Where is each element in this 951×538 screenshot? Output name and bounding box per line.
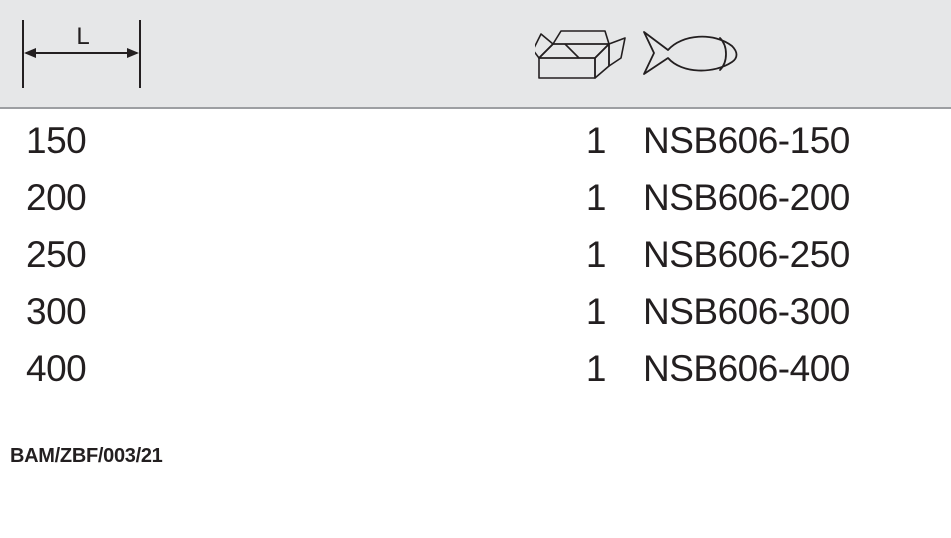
- length-dimension-icon: L: [22, 20, 141, 88]
- product-code-cell: NSB606-400: [643, 348, 850, 389]
- package-icon: [535, 30, 626, 79]
- table-row: 250 1 NSB606-250: [0, 226, 951, 283]
- fish-icon: [643, 31, 738, 75]
- product-code-cell: NSB606-150: [643, 120, 850, 161]
- quantity-cell: 1: [585, 234, 607, 275]
- product-code-cell: NSB606-200: [643, 177, 850, 218]
- quantity-cell: 1: [585, 120, 607, 161]
- reference-code: BAM/ZBF/003/21: [10, 445, 163, 467]
- table-header: L: [0, 0, 951, 109]
- length-label: L: [76, 23, 89, 50]
- table-row: 400 1 NSB606-400: [0, 340, 951, 397]
- length-cell: 250: [26, 234, 87, 275]
- table-row: 300 1 NSB606-300: [0, 283, 951, 340]
- length-cell: 400: [26, 348, 87, 389]
- table-row: 200 1 NSB606-200: [0, 169, 951, 226]
- product-table: 150 1 NSB606-150 200 1 NSB606-200 250 1 …: [0, 112, 951, 397]
- quantity-cell: 1: [585, 291, 607, 332]
- table-row: 150 1 NSB606-150: [0, 112, 951, 169]
- length-cell: 150: [26, 120, 87, 161]
- product-code-cell: NSB606-300: [643, 291, 850, 332]
- length-cell: 200: [26, 177, 87, 218]
- quantity-cell: 1: [585, 348, 607, 389]
- product-code-cell: NSB606-250: [643, 234, 850, 275]
- length-cell: 300: [26, 291, 87, 332]
- quantity-cell: 1: [585, 177, 607, 218]
